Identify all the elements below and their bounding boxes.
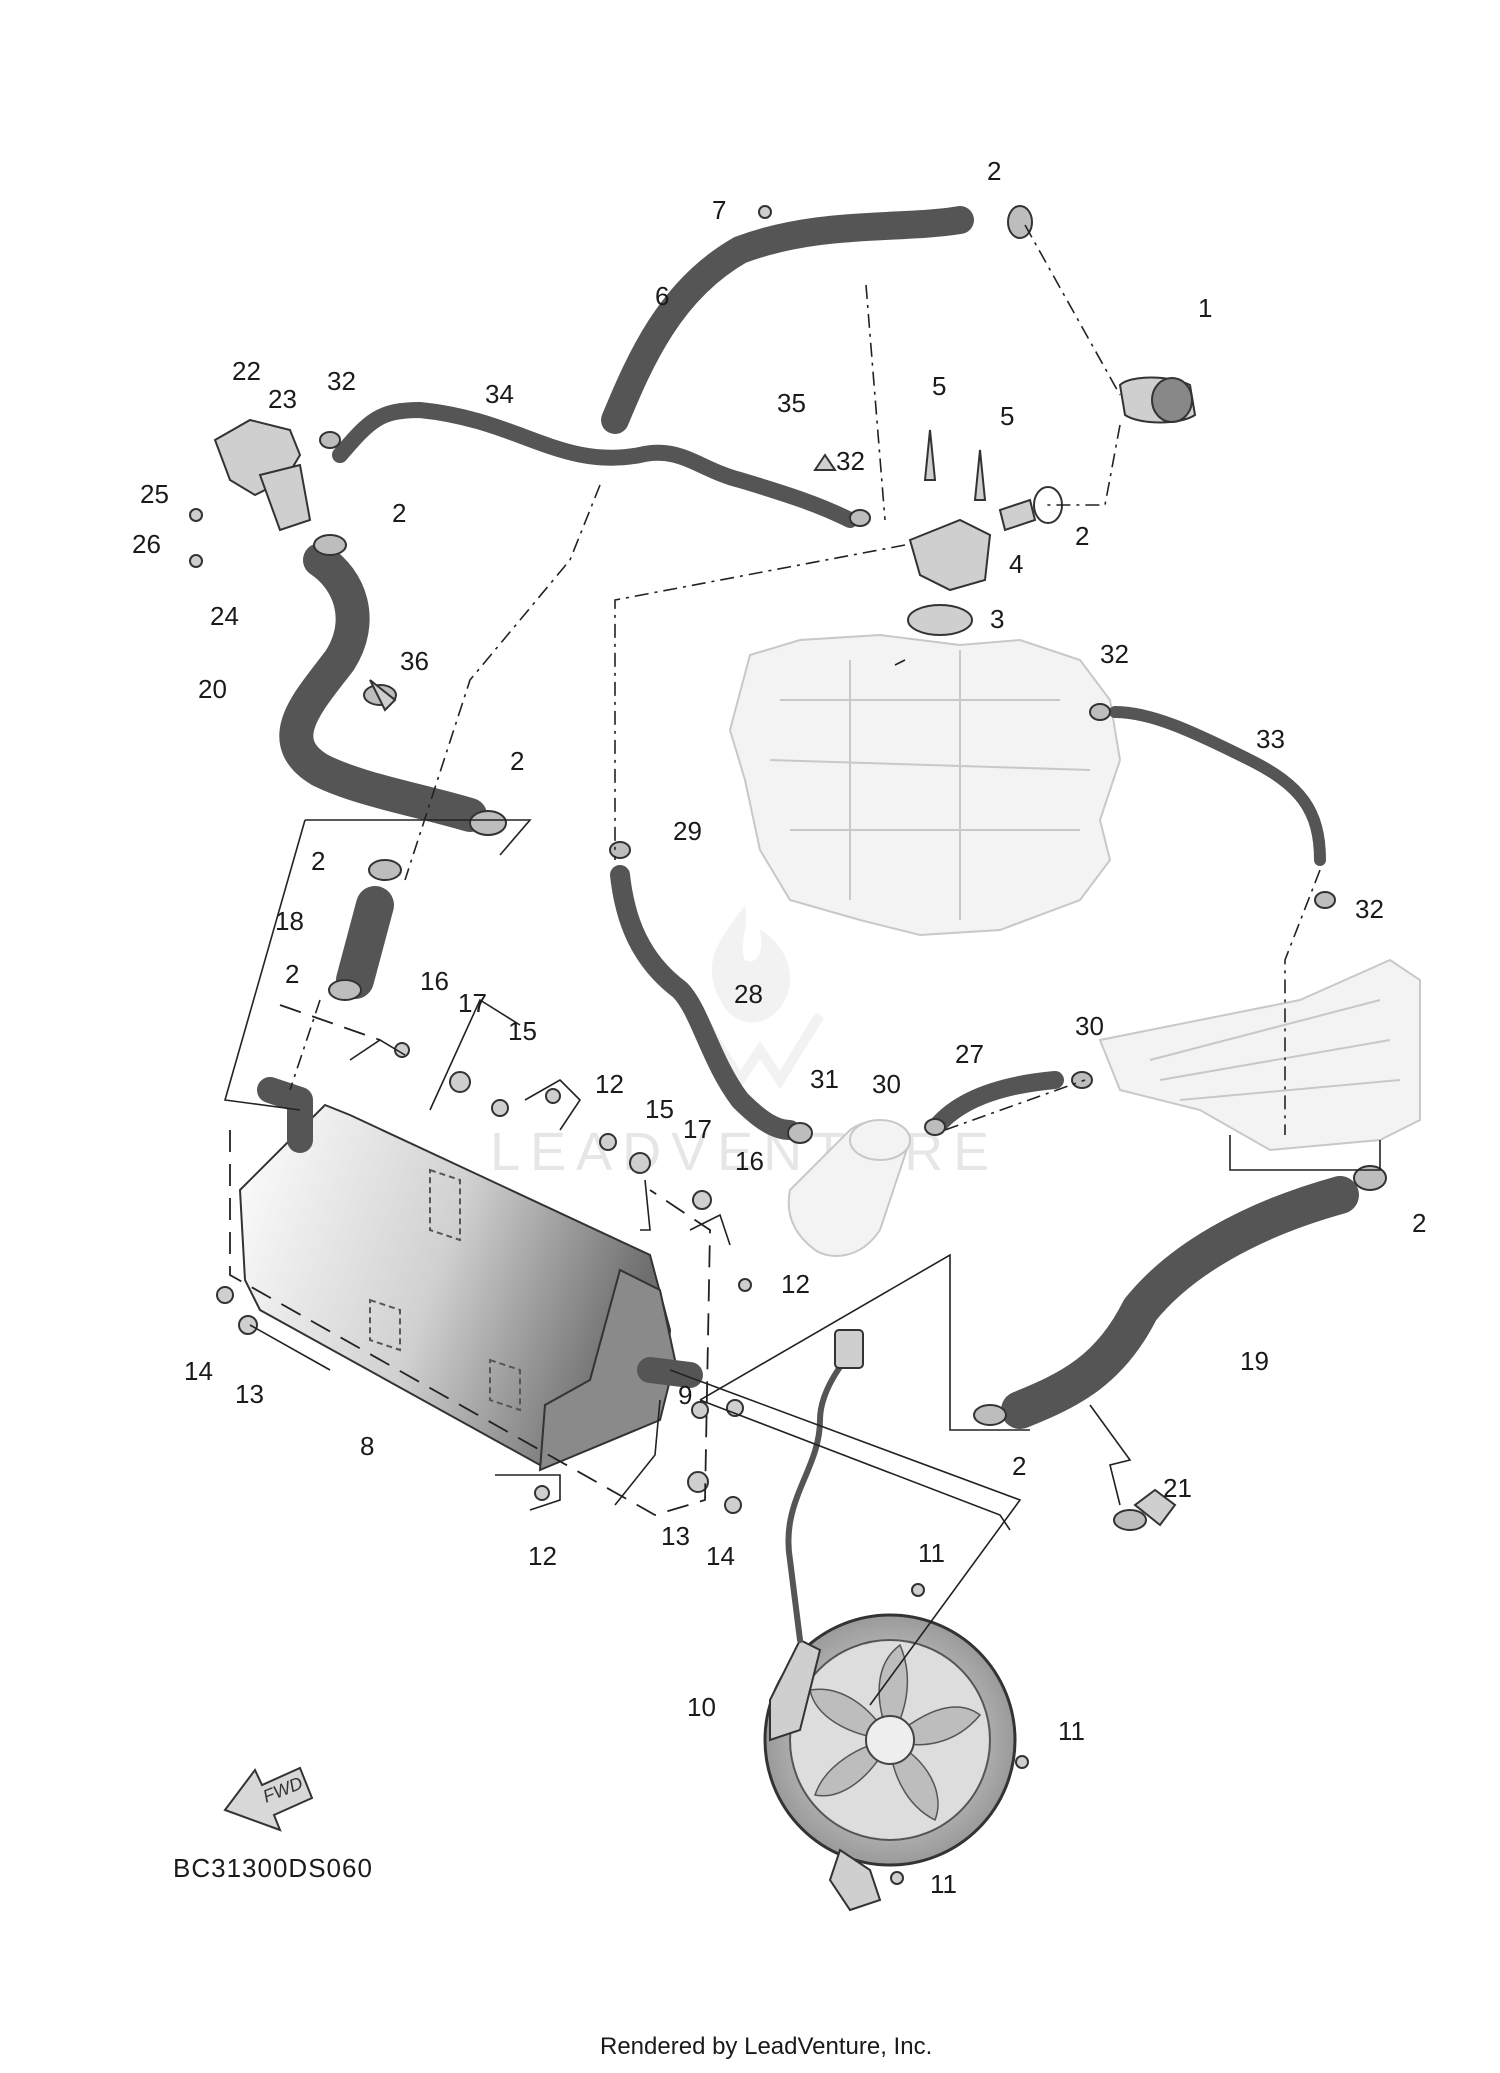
engine-block — [728, 633, 1122, 937]
callout-10: 10 — [687, 1692, 716, 1722]
callout-12: 12 — [528, 1541, 557, 1571]
callout-5: 5 — [1000, 401, 1014, 431]
part-callouts: 1 2 2 2 2 2 2 2 2 3 4 5 5 6 7 8 9 10 11 … — [132, 156, 1426, 1899]
leader-lines — [223, 224, 1381, 1706]
hose-27 — [929, 1071, 1064, 1134]
callout-9: 9 — [678, 1380, 692, 1410]
diagram-code: BC31300DS060 — [173, 1853, 373, 1883]
hose-33 — [1109, 706, 1326, 866]
callout-20: 20 — [198, 674, 227, 704]
callout-13: 13 — [661, 1521, 690, 1551]
callout-2: 2 — [285, 959, 299, 989]
callout-24: 24 — [210, 601, 239, 631]
callout-30: 30 — [872, 1069, 901, 1099]
radiator — [238, 1077, 703, 1472]
hose-19 — [1001, 1176, 1359, 1429]
callout-34: 34 — [485, 379, 514, 409]
callout-36: 36 — [400, 646, 429, 676]
callout-31: 31 — [810, 1064, 839, 1094]
callout-23: 23 — [268, 384, 297, 414]
callout-35: 35 — [777, 388, 806, 418]
callout-1: 1 — [1198, 293, 1212, 323]
thermostat-housing — [907, 498, 1037, 636]
callout-4: 4 — [1009, 549, 1023, 579]
callout-7: 7 — [712, 195, 726, 225]
callout-22: 22 — [232, 356, 261, 386]
callout-8: 8 — [360, 1431, 374, 1461]
exhaust-pipe — [1098, 958, 1421, 1152]
callout-13: 13 — [235, 1379, 264, 1409]
callout-12: 12 — [781, 1269, 810, 1299]
callout-29: 29 — [673, 816, 702, 846]
filler-neck — [213, 418, 312, 532]
callout-17: 17 — [458, 988, 487, 1018]
hose-6 — [601, 206, 974, 434]
callout-2: 2 — [392, 498, 406, 528]
callout-2: 2 — [311, 846, 325, 876]
callout-26: 26 — [132, 529, 161, 559]
callout-14: 14 — [184, 1356, 213, 1386]
callout-16: 16 — [735, 1146, 764, 1176]
callout-11: 11 — [930, 1869, 957, 1899]
callout-15: 15 — [645, 1094, 674, 1124]
callout-6: 6 — [655, 281, 669, 311]
callout-15: 15 — [508, 1016, 537, 1046]
hose-18 — [336, 886, 394, 999]
callout-17: 17 — [683, 1114, 712, 1144]
callout-32: 32 — [836, 446, 865, 476]
callout-32: 32 — [1355, 894, 1384, 924]
fwd-arrow: FWD — [223, 1766, 314, 1832]
callout-5: 5 — [932, 371, 946, 401]
callout-32: 32 — [327, 366, 356, 396]
callout-2: 2 — [1012, 1451, 1026, 1481]
hose-20 — [279, 543, 487, 832]
callout-2: 2 — [1412, 1208, 1426, 1238]
callout-19: 19 — [1240, 1346, 1269, 1376]
callout-21: 21 — [1163, 1473, 1192, 1503]
callout-2: 2 — [510, 746, 524, 776]
cooling-fan — [763, 1329, 1017, 1912]
callout-11: 11 — [918, 1538, 945, 1568]
callout-14: 14 — [706, 1541, 735, 1571]
render-credit: Rendered by LeadVenture, Inc. — [600, 2033, 932, 2060]
small-hardware — [189, 205, 1177, 1885]
callout-32: 32 — [1100, 639, 1129, 669]
callout-33: 33 — [1256, 724, 1285, 754]
callout-25: 25 — [140, 479, 169, 509]
radiator-assembly-boundary — [229, 1004, 711, 1516]
hose-34 — [332, 402, 858, 528]
callout-11: 11 — [1058, 1716, 1085, 1746]
callout-3: 3 — [990, 604, 1004, 634]
callout-18: 18 — [275, 906, 304, 936]
callout-30: 30 — [1075, 1011, 1104, 1041]
callout-brackets — [249, 998, 731, 1511]
pipe-1 — [1118, 376, 1197, 424]
callout-12: 12 — [595, 1069, 624, 1099]
oil-filter — [787, 1119, 912, 1257]
hose-28 — [610, 865, 800, 1140]
callout-28: 28 — [734, 979, 763, 1009]
callout-2: 2 — [987, 156, 1001, 186]
callout-2: 2 — [1075, 521, 1089, 551]
callout-16: 16 — [420, 966, 449, 996]
callout-27: 27 — [955, 1039, 984, 1069]
